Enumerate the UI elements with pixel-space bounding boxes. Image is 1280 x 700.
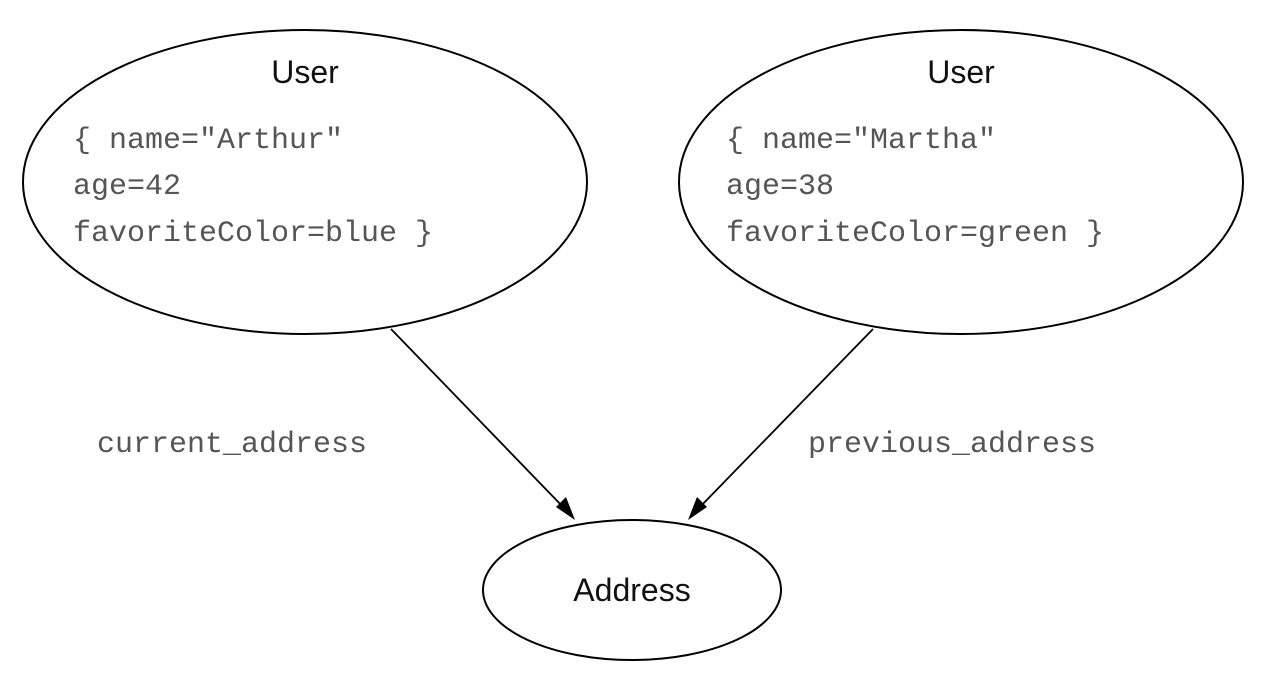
previous-address-edge[interactable]: previous_address [688,328,1096,520]
address-title: Address [573,572,690,608]
user-martha-age: age=38 [726,170,834,204]
user-arthur-title: User [271,54,339,90]
user-arthur-ellipse [22,29,588,335]
current-address-arrowhead [556,497,575,520]
address-ellipse [482,519,782,661]
user-arthur-node[interactable]: User { name="Arthur" age=42 favoriteColo… [22,29,588,335]
previous-address-label: previous_address [808,428,1096,462]
user-arthur-name: { name="Arthur" [73,124,343,158]
user-martha-title: User [927,54,995,90]
user-arthur-favorite-color: favoriteColor=blue } [73,217,433,251]
current-address-arrow-line [390,328,566,510]
current-address-label: current_address [97,428,367,462]
address-node[interactable]: Address [482,519,782,661]
user-martha-name: { name="Martha" [726,124,996,158]
user-martha-ellipse [678,29,1244,335]
previous-address-arrow-line [697,328,874,510]
current-address-edge[interactable]: current_address [97,328,575,520]
user-martha-favorite-color: favoriteColor=green } [726,217,1104,251]
user-martha-node[interactable]: User { name="Martha" age=38 favoriteColo… [678,29,1244,335]
previous-address-arrowhead [688,497,707,520]
user-arthur-age: age=42 [73,170,181,204]
